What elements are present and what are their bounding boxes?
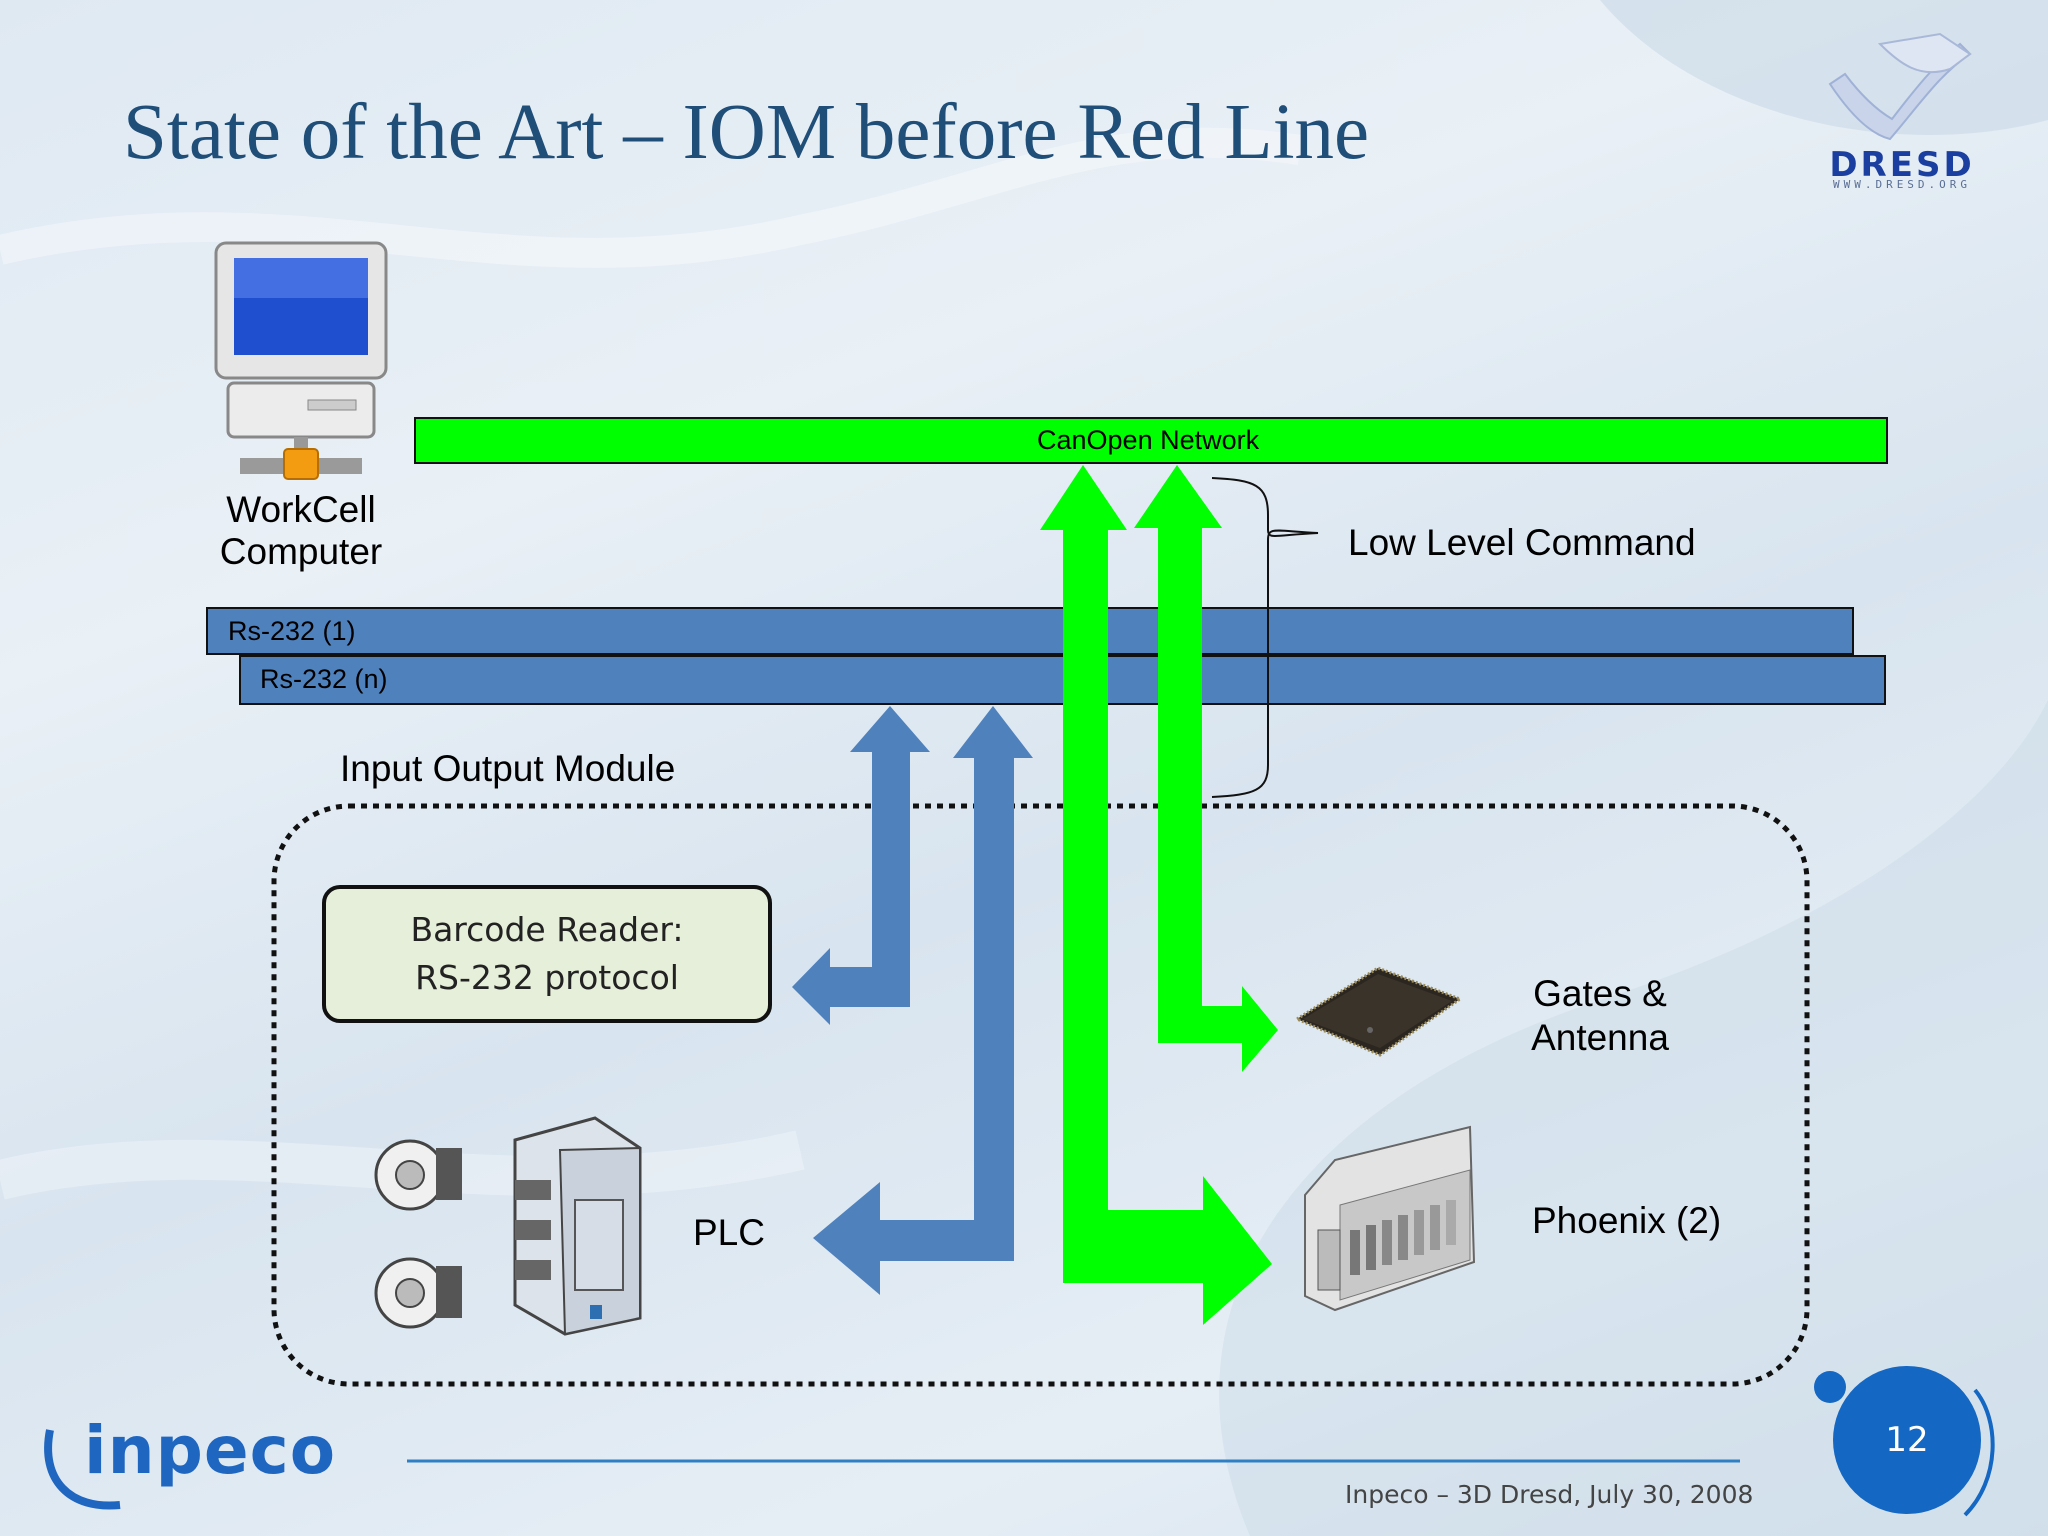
dresd-logo-text: DRESD: [1829, 145, 1975, 185]
pump-icon: [374, 1139, 462, 1329]
rs232-bar-n: [239, 655, 1886, 705]
gates-label-line2: Antenna: [1531, 1017, 1669, 1058]
workcell-label: WorkCell Computer: [206, 489, 396, 573]
canopen-label: CanOpen Network: [1037, 425, 1260, 455]
inpeco-logo-text: inpeco: [84, 1412, 337, 1489]
low-level-command-label: Low Level Command: [1348, 522, 1696, 563]
iom-dotted-border: [271, 803, 1810, 1387]
page-number: 12: [1833, 1366, 1981, 1514]
slide-title: State of the Art – IOM before Red Line: [123, 89, 1370, 176]
gates-antenna-label: Gates & Antenna: [1500, 972, 1700, 1060]
dresd-logo-url: WWW.DRESD.ORG: [1832, 178, 1972, 191]
chip-icon: [1293, 966, 1464, 1057]
rs232-bar-1: [206, 607, 1854, 655]
canopen-bar: [414, 417, 1888, 464]
rs232-n-label: Rs-232 (n): [260, 664, 388, 694]
green-arrow-gates: [1134, 465, 1278, 1072]
workcell-label-line2: Computer: [219, 531, 383, 572]
inpeco-logo-icon: [44, 1429, 121, 1510]
iom-label: Input Output Module: [340, 748, 676, 789]
computer-icon: [214, 241, 388, 480]
phoenix-label: Phoenix (2): [1532, 1200, 1722, 1241]
barcode-line2: RS-232 protocol: [415, 958, 679, 997]
page-arc-decoration: [1963, 1388, 1995, 1517]
gates-label-line1: Gates &: [1533, 973, 1667, 1014]
barcode-line1: Barcode Reader:: [410, 910, 684, 949]
plc-label: PLC: [693, 1212, 765, 1253]
blue-arrow-plc: [813, 706, 1033, 1295]
footer-text: Inpeco – 3D Dresd, July 30, 2008: [1345, 1480, 1754, 1509]
dresd-logo-icon: [1828, 32, 1972, 141]
low-level-command-brace: [1211, 477, 1319, 798]
plc-controller-icon: [513, 1116, 642, 1336]
rs232-1-label: Rs-232 (1): [228, 616, 356, 646]
workcell-label-line1: WorkCell: [226, 489, 376, 530]
blue-arrow-barcode: [792, 706, 930, 1025]
barcode-reader-box: Barcode Reader: RS-232 protocol: [322, 885, 772, 1023]
page-dot-decoration: [1814, 1371, 1846, 1403]
phoenix-module-icon: [1304, 1125, 1476, 1312]
green-arrow-phoenix: [1040, 465, 1272, 1325]
